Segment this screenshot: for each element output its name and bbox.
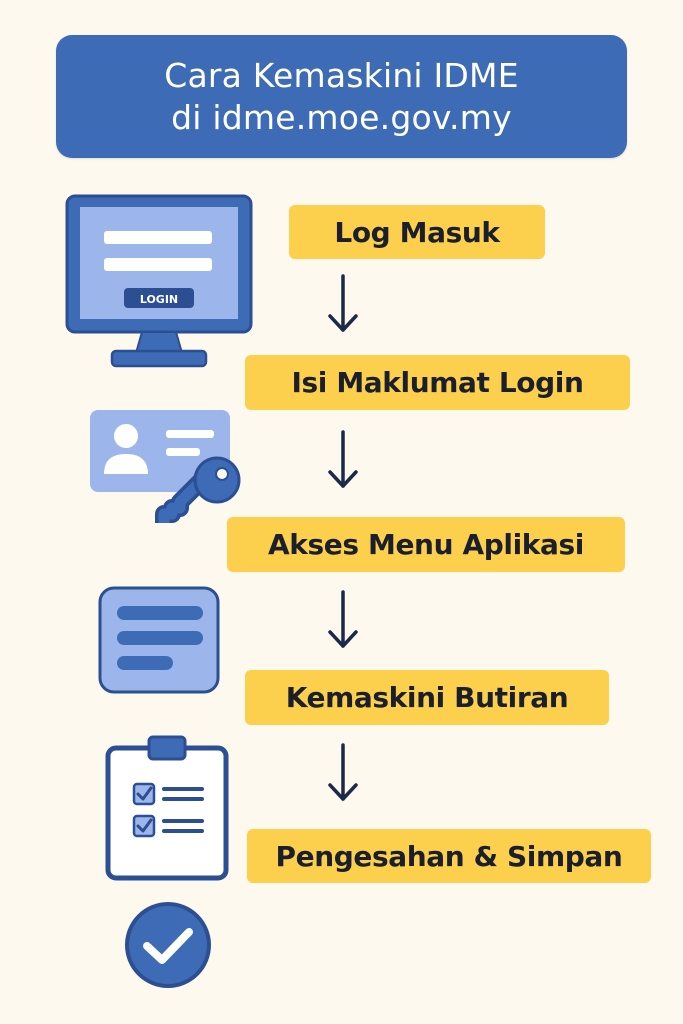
title-banner: Cara Kemaskini IDME di idme.moe.gov.my: [56, 35, 627, 158]
clipboard-checklist-icon: [105, 735, 229, 881]
step-label: Pengesahan & Simpan: [275, 839, 623, 873]
title-line-2: di idme.moe.gov.my: [171, 97, 512, 137]
step-label: Akses Menu Aplikasi: [268, 528, 584, 561]
arrow-down-icon: [328, 743, 358, 801]
step-pengesahan-simpan: Pengesahan & Simpan: [247, 829, 651, 883]
arrow-down-icon: [328, 430, 358, 488]
step-kemaskini-butiran: Kemaskini Butiran: [245, 670, 609, 725]
login-button-label: LOGIN: [140, 293, 178, 306]
step-isi-maklumat-login: Isi Maklumat Login: [245, 355, 630, 410]
id-card-key-icon: [90, 410, 241, 523]
title-line-1: Cara Kemaskini IDME: [164, 55, 519, 95]
step-akses-menu-aplikasi: Akses Menu Aplikasi: [227, 517, 625, 572]
menu-list-icon: [98, 586, 220, 694]
arrow-down-icon: [328, 590, 358, 648]
monitor-login-icon: LOGIN: [65, 194, 253, 368]
step-log-masuk: Log Masuk: [289, 205, 545, 259]
step-label: Log Masuk: [334, 215, 500, 249]
check-circle-icon: [125, 902, 211, 988]
step-label: Kemaskini Butiran: [285, 681, 569, 714]
arrow-down-icon: [328, 274, 358, 332]
step-label: Isi Maklumat Login: [291, 366, 584, 399]
